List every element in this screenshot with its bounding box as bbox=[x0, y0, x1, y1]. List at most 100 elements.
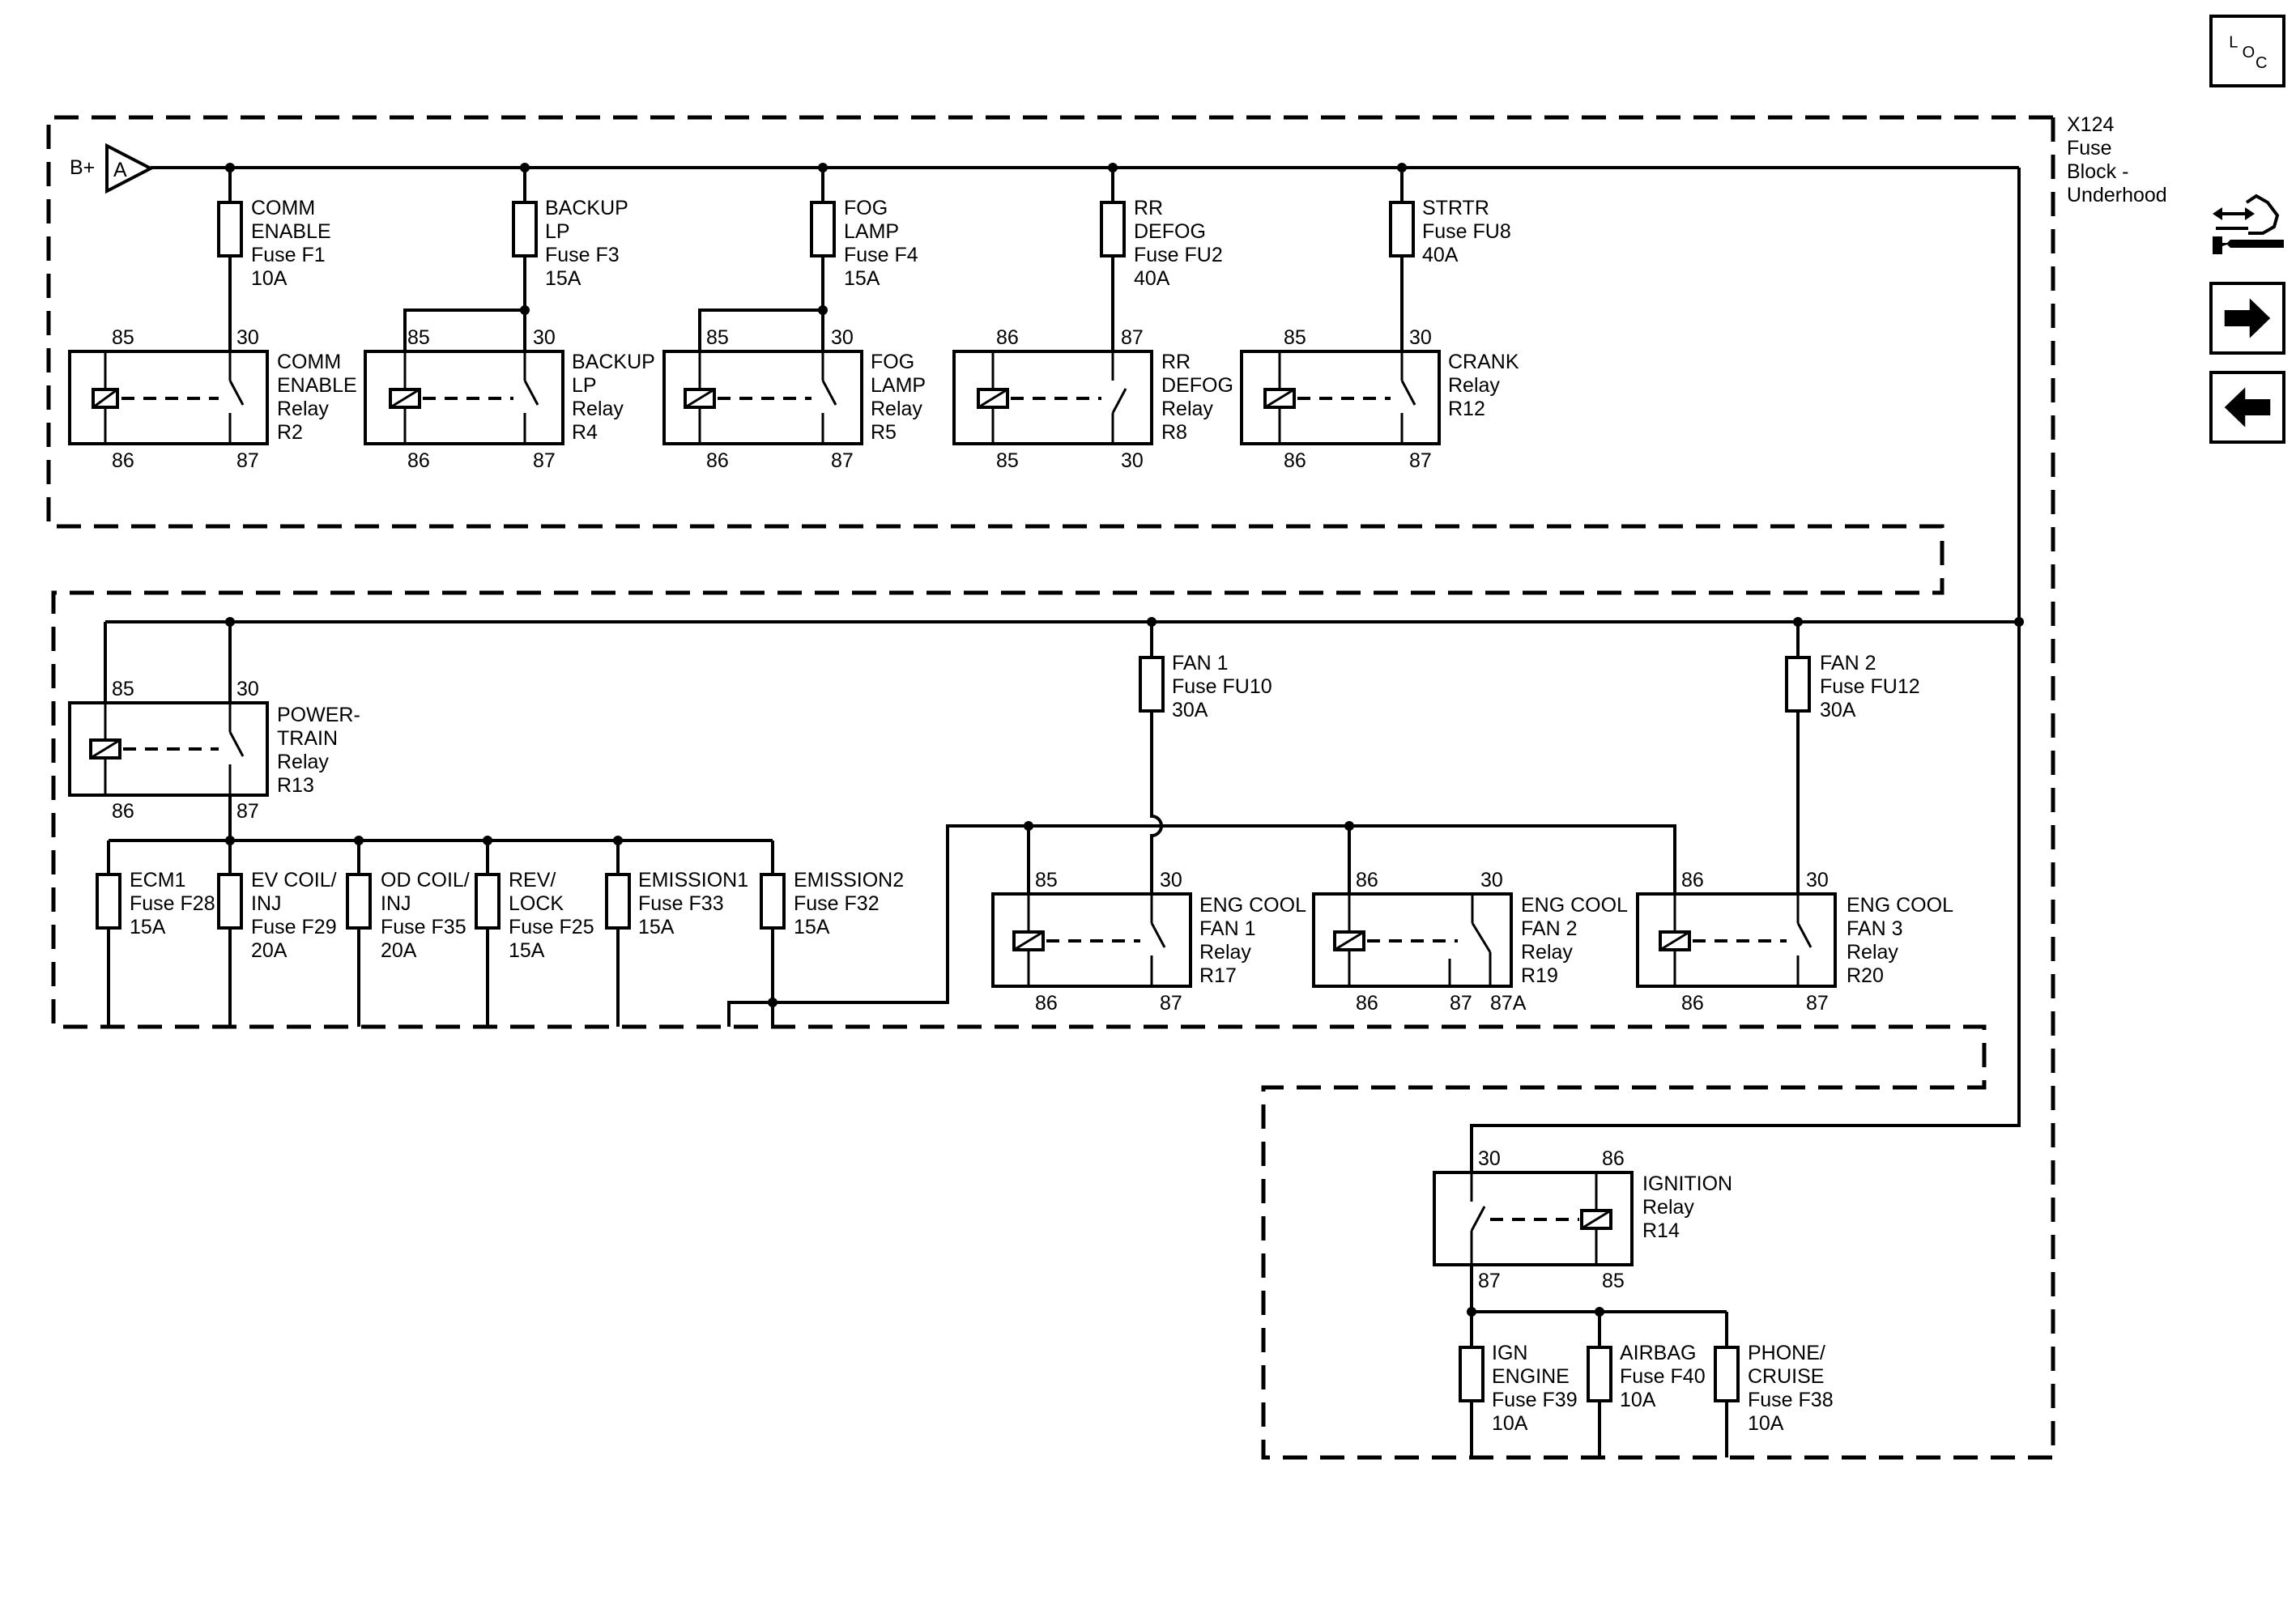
relay-r12-pin-tr: 30 bbox=[1409, 326, 1432, 349]
arrow-right-icon bbox=[2224, 298, 2271, 338]
fuse-f40: AIRBAG Fuse F40 10A bbox=[1587, 1312, 1706, 1457]
relay-r5-pin-bl: 86 bbox=[706, 449, 729, 472]
relay-r13-pin-tl: 85 bbox=[112, 678, 134, 700]
relay-r5-pin-br: 87 bbox=[831, 449, 854, 472]
fuse-f3-l3: Fuse F3 bbox=[545, 244, 620, 266]
fuse-f38: PHONE/ CRUISE Fuse F38 10A bbox=[1714, 1312, 1834, 1457]
relay-r13: 85 30 86 87 POWER- TRAIN Relay R13 bbox=[68, 617, 360, 823]
arrow-left-icon bbox=[2224, 387, 2271, 428]
relay-r17-pin-bl: 86 bbox=[1035, 992, 1058, 1015]
fuse-f3-l1: BACKUP bbox=[545, 197, 628, 219]
fuse-f3: BACKUP LP Fuse F3 15A bbox=[403, 163, 628, 351]
top-section-outline bbox=[46, 115, 2055, 1460]
fuse-f39-l2: ENGINE bbox=[1492, 1365, 1570, 1388]
relay-r13-pin-br: 87 bbox=[236, 800, 259, 823]
relay-r2-pin-tr: 30 bbox=[236, 326, 259, 349]
relay-r2-pin-br: 87 bbox=[236, 449, 259, 472]
fuse-block-id: X124 bbox=[2067, 113, 2114, 136]
fuse-f32-l2: Fuse F32 bbox=[794, 892, 880, 915]
fuse-fu12: FAN 2 Fuse FU12 30A bbox=[1785, 617, 1920, 894]
relay-r14: 30 86 87 85 IGNITION Relay R14 bbox=[1433, 1147, 1732, 1292]
relay-r19-pin-bl: 86 bbox=[1356, 992, 1378, 1015]
component-locator-button[interactable]: L O C bbox=[2209, 15, 2285, 87]
mid-bus-junction bbox=[2014, 617, 2024, 627]
fuse-f1: COMM ENABLE Fuse F1 10A bbox=[217, 163, 331, 351]
relay-r2-l3: Relay bbox=[277, 398, 329, 420]
relay-r17-pin-tl: 85 bbox=[1035, 869, 1058, 891]
fuse-fu8-l1: STRTR bbox=[1422, 197, 1489, 219]
fuse-f39-l4: 10A bbox=[1492, 1412, 1528, 1435]
relay-r13-l2: TRAIN bbox=[277, 727, 338, 750]
fuse-fu10-l1: FAN 1 bbox=[1172, 652, 1228, 674]
fuse-block-line1: Fuse bbox=[2067, 137, 2112, 160]
relay-r12-l1: CRANK bbox=[1448, 351, 1519, 373]
relay-r2-l1: COMM bbox=[277, 351, 341, 373]
fuse-f3-l2: LP bbox=[545, 220, 570, 243]
relay-r20-l1: ENG COOL bbox=[1847, 894, 1953, 917]
relay-r4-l2: LP bbox=[572, 374, 597, 397]
fuse-f28-l3: 15A bbox=[130, 916, 166, 938]
relay-r17-pin-tr: 30 bbox=[1160, 869, 1182, 891]
fuse-fu2-l2: DEFOG bbox=[1134, 220, 1206, 243]
relay-r2: 85 30 86 87 COMM ENABLE Relay R2 bbox=[68, 326, 357, 472]
relay-r19-l4: R19 bbox=[1521, 964, 1558, 987]
fuse-f4-l2: LAMP bbox=[844, 220, 899, 243]
diagnostic-connector-button[interactable] bbox=[2209, 185, 2285, 274]
relay-r20-pin-bl: 86 bbox=[1681, 992, 1704, 1015]
relay-r19: 86 30 86 87 87A ENG COOL FAN 2 Relay R19 bbox=[1312, 869, 1628, 1015]
fuse-f4-l1: FOG bbox=[844, 197, 888, 219]
relay-r20-pin-br: 87 bbox=[1806, 992, 1829, 1015]
forward-button[interactable] bbox=[2209, 282, 2285, 355]
fuse-f35-l1: OD COIL/ bbox=[381, 869, 470, 891]
relay-r19-l3: Relay bbox=[1521, 941, 1573, 964]
fuse-f32-l1: EMISSION2 bbox=[794, 869, 904, 891]
connector-a-label: A bbox=[113, 159, 127, 181]
fuse-f35-l4: 20A bbox=[381, 939, 417, 962]
relay-r19-pin-tl: 86 bbox=[1356, 869, 1378, 891]
fuse-f35: OD COIL/ INJ Fuse F35 20A bbox=[346, 840, 470, 1027]
supply-label: B+ bbox=[70, 156, 95, 179]
relay-r19-l2: FAN 2 bbox=[1521, 917, 1577, 940]
fuse-fu10-l2: Fuse FU10 bbox=[1172, 675, 1272, 698]
fuse-fu10-l3: 30A bbox=[1172, 699, 1208, 721]
fuse-f38-l2: CRUISE bbox=[1748, 1365, 1824, 1388]
relay-r12-l2: Relay bbox=[1448, 374, 1500, 397]
fuse-f28-l2: Fuse F28 bbox=[130, 892, 215, 915]
relay-r4-l4: R4 bbox=[572, 421, 598, 444]
connector-wrench-icon bbox=[2213, 194, 2284, 254]
fuse-f38-l1: PHONE/ bbox=[1748, 1342, 1825, 1364]
relay-r2-l2: ENABLE bbox=[277, 374, 357, 397]
relay-r14-pin-tl: 30 bbox=[1478, 1147, 1501, 1170]
relay-r14-pin-tr: 86 bbox=[1602, 1147, 1625, 1170]
feed-main-vertical bbox=[1470, 168, 2021, 1172]
relay-r5-pin-tr: 30 bbox=[831, 326, 854, 349]
relay-r12: 85 30 86 87 CRANK Relay R12 bbox=[1240, 326, 1519, 472]
relay-r20-l2: FAN 3 bbox=[1847, 917, 1902, 940]
relay-r19-pin-tr: 30 bbox=[1480, 869, 1503, 891]
loc-icon: L O C bbox=[2229, 33, 2267, 72]
relay-r17-l4: R17 bbox=[1199, 964, 1237, 987]
relay-r20-pin-tr: 30 bbox=[1806, 869, 1829, 891]
back-button[interactable] bbox=[2209, 371, 2285, 444]
fuse-block-line3: Underhood bbox=[2067, 184, 2167, 206]
fuse-f33: EMISSION1 Fuse F33 15A bbox=[605, 840, 748, 1027]
fuse-f35-l2: INJ bbox=[381, 892, 411, 915]
fuse-f39-l1: IGN bbox=[1492, 1342, 1527, 1364]
fuse-f39-l3: Fuse F39 bbox=[1492, 1389, 1578, 1411]
relay-r4: 85 30 86 87 BACKUP LP Relay R4 bbox=[364, 326, 655, 472]
relay-r13-pin-tr: 30 bbox=[236, 678, 259, 700]
relay-r17-l1: ENG COOL bbox=[1199, 894, 1306, 917]
fuse-f4-l4: 15A bbox=[844, 267, 880, 290]
relay-r8-pin-tr: 87 bbox=[1121, 326, 1144, 349]
fuse-fu8: STRTR Fuse FU8 40A bbox=[1389, 163, 1511, 351]
relay-r5-l1: FOG bbox=[871, 351, 914, 373]
fuse-fu2-l4: 40A bbox=[1134, 267, 1170, 290]
relay-r12-pin-tl: 85 bbox=[1284, 326, 1306, 349]
relay-r17-pin-br: 87 bbox=[1160, 992, 1182, 1015]
relay-r13-l3: Relay bbox=[277, 751, 329, 773]
relay-r8-pin-tl: 86 bbox=[996, 326, 1019, 349]
fuse-fu2: RR DEFOG Fuse FU2 40A bbox=[1100, 163, 1223, 351]
relay-r2-l4: R2 bbox=[277, 421, 303, 444]
relay-r4-l1: BACKUP bbox=[572, 351, 655, 373]
fuse-f33-l3: 15A bbox=[638, 916, 675, 938]
